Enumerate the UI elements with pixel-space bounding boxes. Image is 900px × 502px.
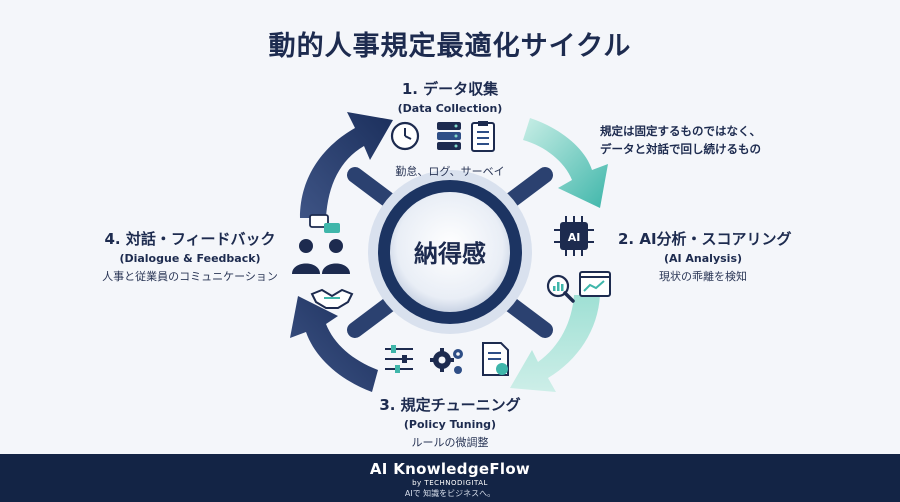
stage-2-label: 2. AI分析・スコアリング (AI Analysis) 現状の乖離を検知 <box>618 228 792 284</box>
stage-2-subtitle: (AI Analysis) <box>663 252 743 265</box>
magnifier-chart-icon <box>546 274 575 303</box>
footer-brand: AI KnowledgeFlow <box>369 460 531 478</box>
stage-2-description: 現状の乖離を検知 <box>659 270 747 283</box>
stage-3-subtitle: (Policy Tuning) <box>403 418 497 431</box>
center-label: 納得感 <box>414 240 486 268</box>
arrow-3-to-4 <box>290 296 378 392</box>
footer-by: by TECHNODIGITAL <box>412 479 488 487</box>
note-line-2: データと対話で回し続けるもの <box>600 142 761 156</box>
arrow-4-to-1 <box>300 112 393 218</box>
chat-icon <box>309 214 340 233</box>
stage-3-label: 3. 規定チューニング (Policy Tuning) ルールの微調整 <box>350 394 550 450</box>
ai-chip-label: AI <box>568 231 581 244</box>
database-icon <box>437 122 461 150</box>
stage-1-label: 1. データ収集 (Data Collection) <box>350 78 550 115</box>
stage-4-label: 4. 対話・フィードバック (Dialogue & Feedback) 人事と従… <box>90 228 290 284</box>
stage-3-description: ルールの微調整 <box>411 436 489 449</box>
cycle-diagram: 納得感 AI <box>290 112 611 392</box>
stage-1-desc-block: 勤怠、ログ、サーベイ <box>350 160 550 179</box>
handshake-icon <box>310 288 354 309</box>
stage-3-title: 3. 規定チューニング <box>379 396 521 414</box>
document-sync-icon <box>482 342 509 376</box>
stage-1-description: 勤怠、ログ、サーベイ <box>395 165 505 178</box>
stage-2-title: 2. AI分析・スコアリング <box>618 230 792 248</box>
clock-icon <box>390 121 420 151</box>
people-icon <box>292 239 350 274</box>
footer-bar: AI KnowledgeFlow by TECHNODIGITAL AIで 知識… <box>0 454 900 502</box>
stage-1-title: 1. データ収集 <box>401 80 499 98</box>
gears-icon <box>430 348 463 374</box>
note-line-1: 規定は固定するものではなく、 <box>600 124 761 138</box>
sliders-icon <box>385 345 413 373</box>
cycle-note: 規定は固定するものではなく、 データと対話で回し続けるもの <box>600 122 761 158</box>
arrow-2-to-3 <box>510 295 600 392</box>
trend-chart-icon <box>579 271 611 297</box>
stage-4-description: 人事と従業員のコミュニケーション <box>102 270 278 283</box>
center-disc <box>390 192 510 312</box>
arrow-1-to-2 <box>523 118 608 208</box>
ai-chip-icon: AI <box>554 216 594 256</box>
stage-1-subtitle: (Data Collection) <box>397 102 503 115</box>
stage-4-title: 4. 対話・フィードバック <box>104 230 276 248</box>
clipboard-icon <box>471 121 495 152</box>
stage-4-subtitle: (Dialogue & Feedback) <box>119 252 261 265</box>
page-title: 動的人事規定最適化サイクル <box>268 31 632 62</box>
footer-tagline: AIで 知識をビジネスへ。 <box>404 489 496 498</box>
